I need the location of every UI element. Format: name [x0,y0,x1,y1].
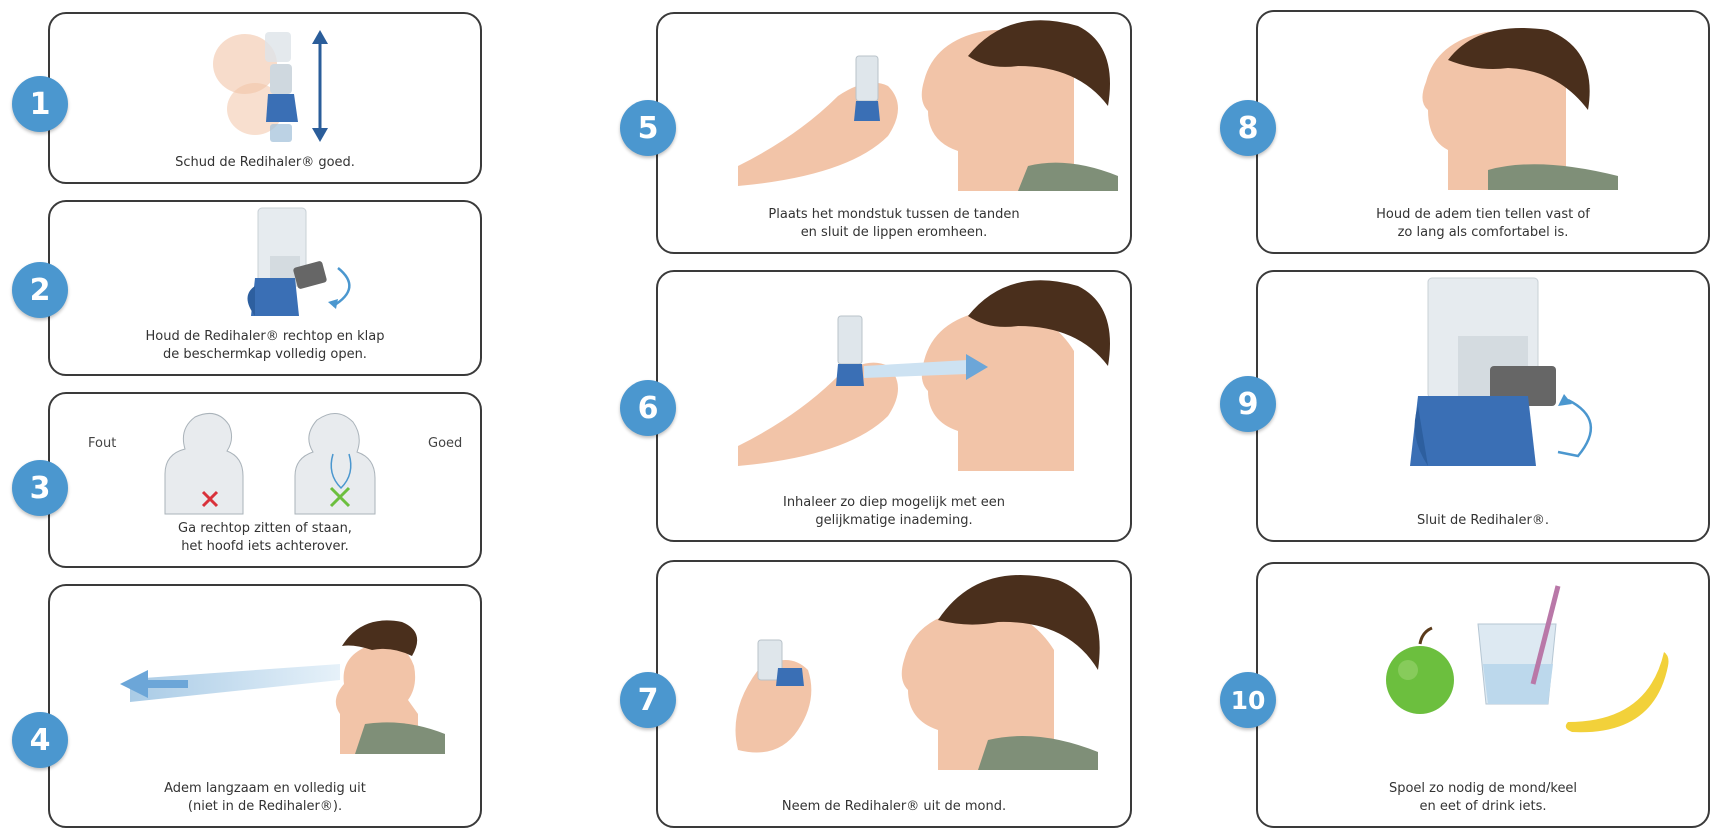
remove-inhaler-illustration [735,575,1100,770]
step-caption: Sluit de Redihaler®. [1417,513,1549,528]
step-caption: Schud de Redihaler® goed. [175,155,355,170]
posture-illustration [164,412,376,515]
close-inhaler-illustration [1410,277,1593,466]
step-card: Schud de Redihaler® goed. [48,12,482,184]
step-card: Sluit de Redihaler®. [1256,270,1710,542]
wrong-label: Fout [88,436,117,451]
step-card: Inhaleer zo diep mogelijk met een gelijk… [656,270,1132,542]
step-number-badge: 5 [620,100,676,156]
step-caption: Plaats het mondstuk tussen de tanden en … [768,207,1020,240]
step-caption: Spoel zo nodig de mond/keel en eet of dr… [1388,781,1578,814]
step-number-badge: 6 [620,380,676,436]
step-caption: Ga rechtop zitten of staan, het hoofd ie… [178,521,352,554]
step-number-badge: 7 [620,672,676,728]
hold-breath-illustration [1422,28,1618,190]
step-caption: Neem de Redihaler® uit de mond. [781,799,1007,814]
step-card: Adem langzaam en volledig uit (niet in d… [48,584,482,828]
step-number-badge: 9 [1220,376,1276,432]
step-card: Spoel zo nodig de mond/keel en eet of dr… [1256,562,1710,828]
step-number-badge: 4 [12,712,68,768]
step-card: Houd de Redihaler® rechtop en klap de be… [48,200,482,376]
step-caption: Inhaleer zo diep mogelijk met een gelijk… [782,495,1005,528]
open-cap-illustration [247,207,351,316]
step-number-badge: 1 [12,76,68,132]
mouthpiece-illustration [738,20,1118,191]
step-card: Houd de adem tien tellen vast of zo lang… [1256,10,1710,254]
step-number-badge: 2 [12,262,68,318]
exhale-illustration [120,620,445,754]
inhale-illustration [738,280,1110,471]
right-label: Goed [428,436,463,451]
step-card: Fout Goed Ga rechtop zitten of staan, he… [48,392,482,568]
step-card: Plaats het mondstuk tussen de tanden en … [656,12,1132,254]
step-number-badge: 3 [12,460,68,516]
step-number-badge: 8 [1220,100,1276,156]
step-card: Neem de Redihaler® uit de mond. [656,560,1132,828]
rinse-eat-drink-illustration [1386,585,1669,733]
step-caption: Houd de Redihaler® rechtop en klap de be… [145,329,385,362]
step-number-badge: 10 [1220,672,1276,728]
step-caption: Adem langzaam en volledig uit (niet in d… [164,781,366,814]
shake-inhaler-illustration [213,30,328,142]
step-caption: Houd de adem tien tellen vast of zo lang… [1376,207,1590,240]
